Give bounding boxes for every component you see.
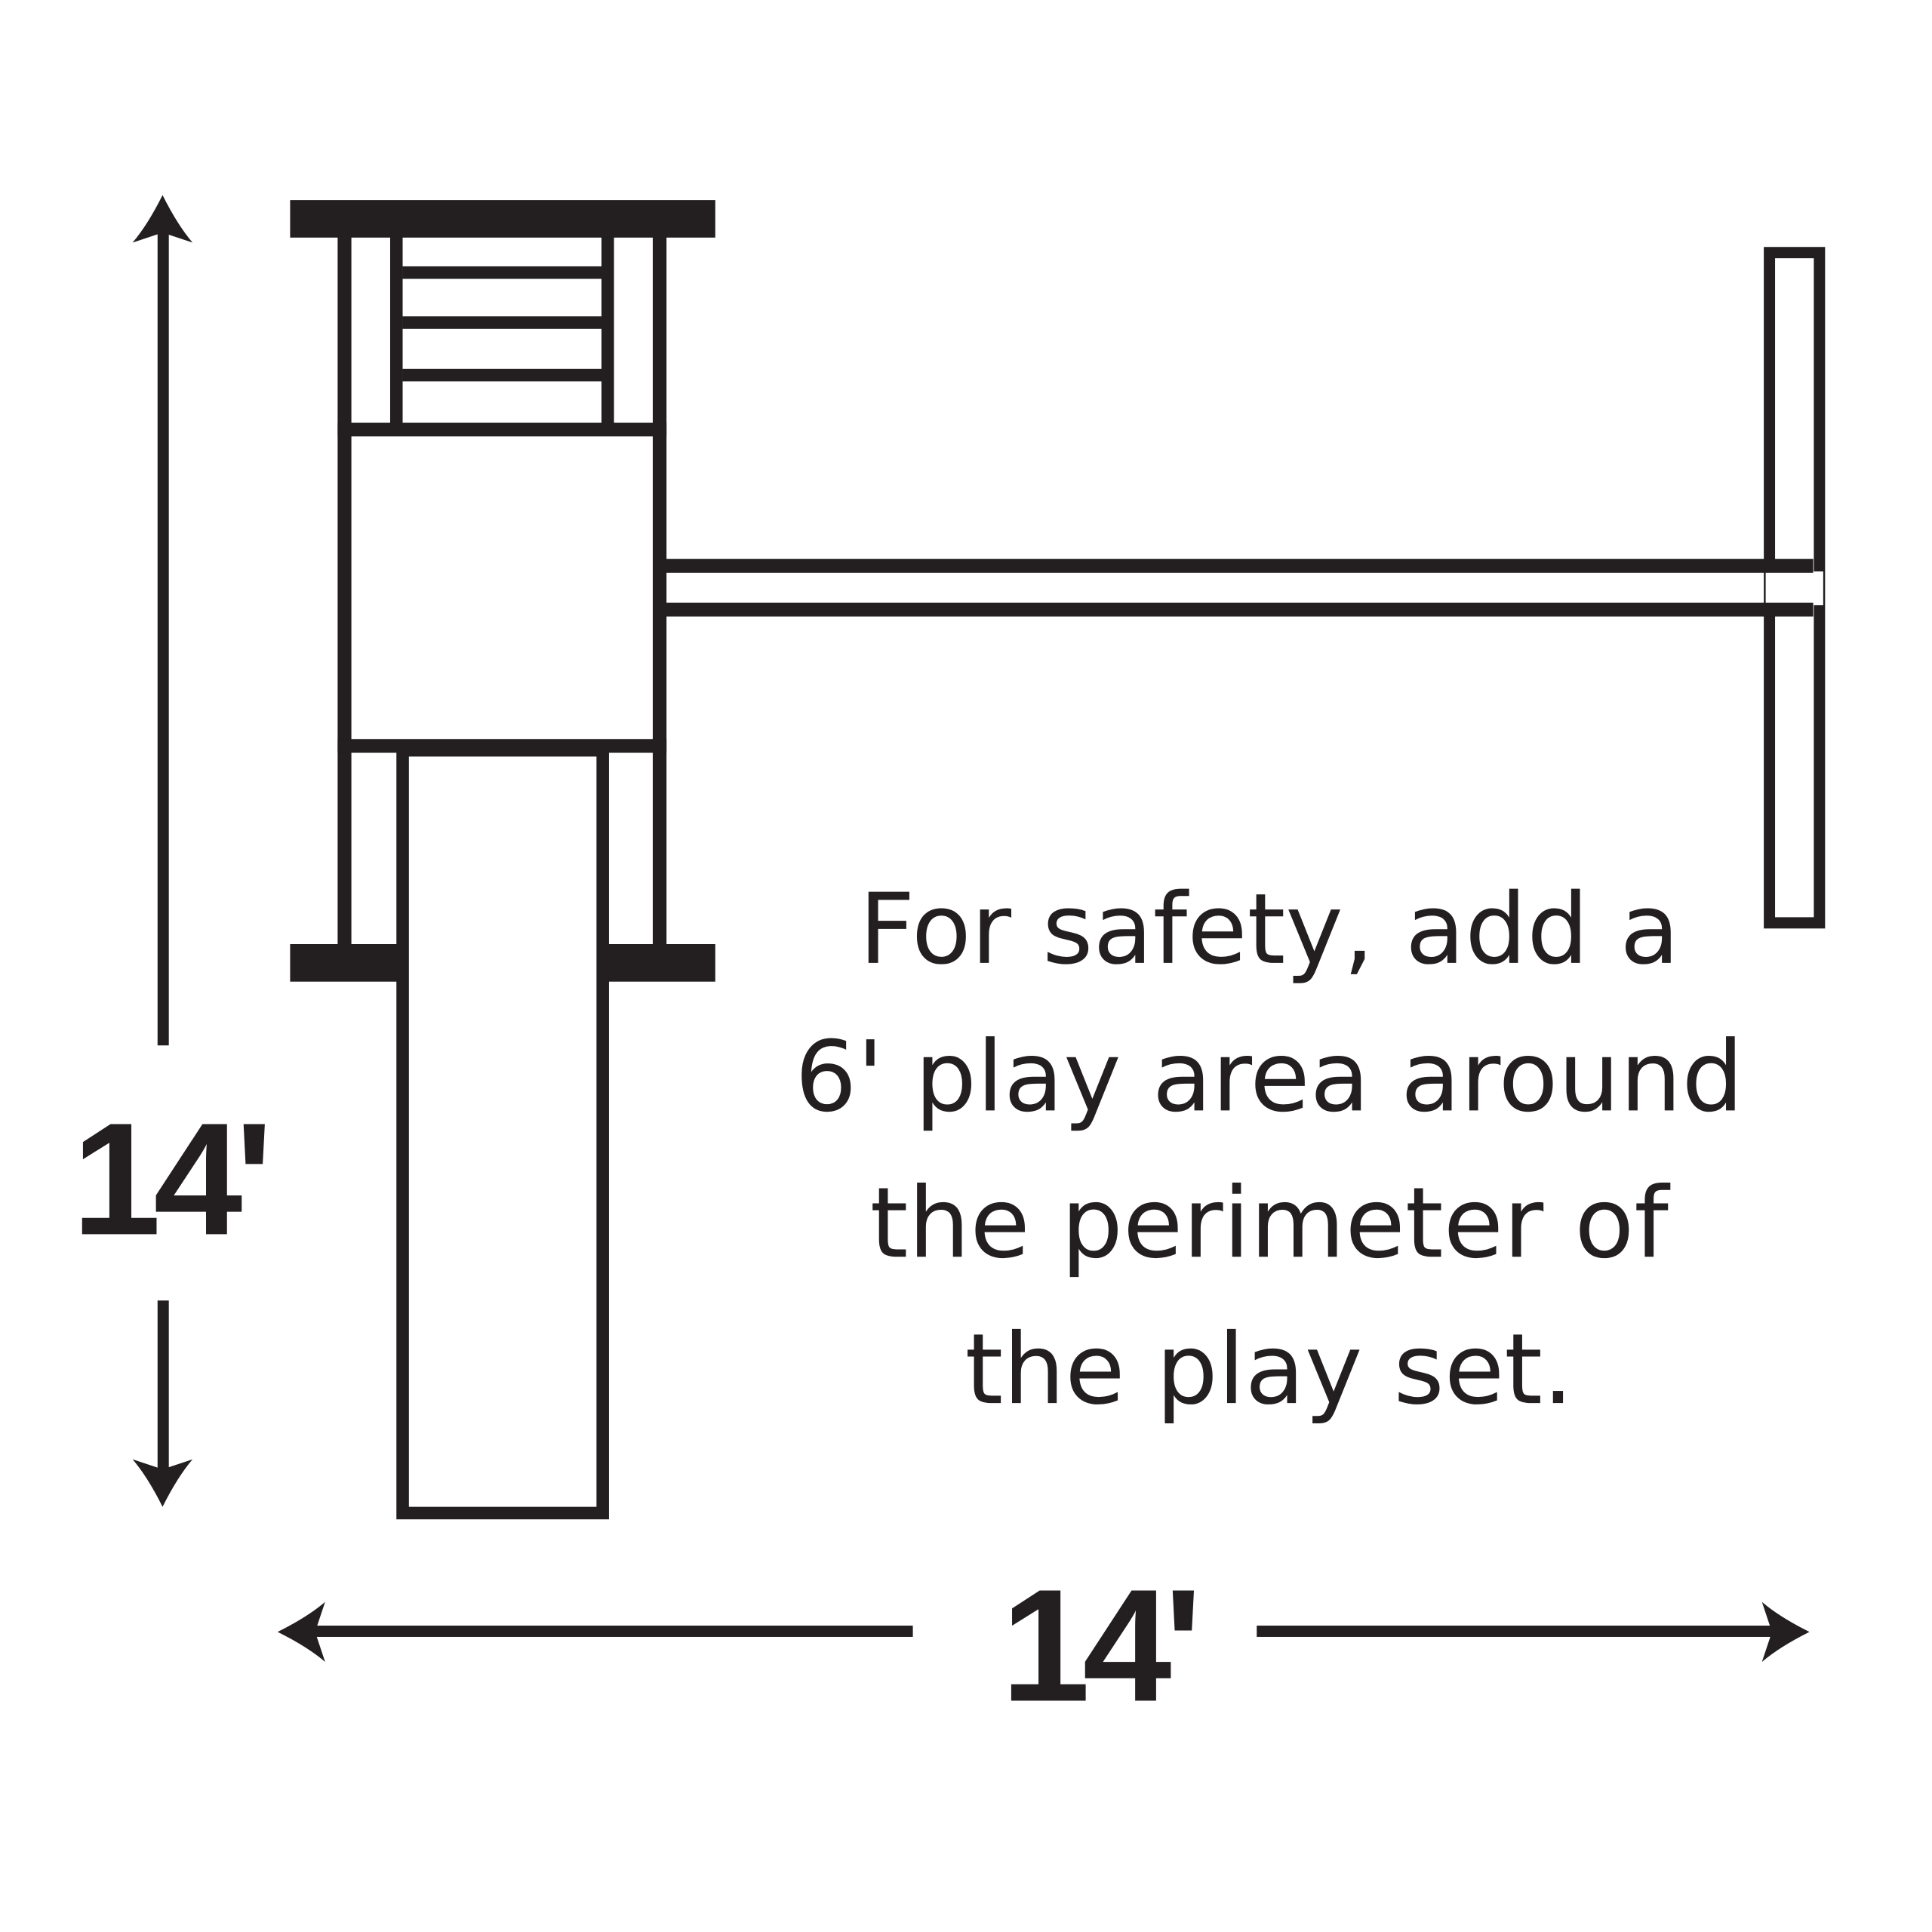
tower-top-beam [290, 200, 715, 238]
safety-note-line: For safety, add a [859, 873, 1679, 986]
height-arrow-line-top [157, 225, 169, 1046]
swing-beam-gap [1765, 571, 1823, 605]
ladder-rung [402, 266, 601, 279]
arrow-right-icon [1761, 1601, 1810, 1663]
ladder-left-rail [389, 235, 403, 426]
deck-top-edge [337, 423, 667, 437]
bottom-beam-left [290, 944, 403, 982]
swing-beam [663, 247, 1826, 929]
slide [396, 743, 609, 1520]
safety-note-line: the perimeter of [870, 1167, 1671, 1280]
width-label: 14' [1001, 1555, 1195, 1734]
bottom-beam-right [602, 944, 715, 982]
arrow-down-icon [132, 1459, 193, 1507]
ladder-right-rail [601, 235, 614, 426]
width-arrow-line-right [1257, 1626, 1783, 1637]
ladder-rung [402, 368, 601, 382]
ladder-rung [402, 316, 601, 329]
width-dimension: 14' [277, 1555, 1810, 1734]
height-dimension: 14' [72, 195, 273, 1507]
height-arrow-line-bottom [157, 1300, 169, 1476]
swing-beam-bottom [663, 602, 1814, 617]
arrow-up-icon [132, 195, 193, 243]
width-arrow-line-left [306, 1626, 913, 1637]
play-tower [290, 200, 715, 982]
safety-note: For safety, add a 6' play area around th… [795, 873, 1743, 1426]
tower-left-post [337, 235, 352, 948]
safety-note-line: the play set. [965, 1313, 1574, 1426]
swing-beam-top [663, 558, 1814, 573]
tower-right-post [652, 235, 667, 948]
arrow-left-icon [277, 1601, 325, 1663]
height-label: 14' [72, 1089, 266, 1268]
safety-note-line: 6' play area around [795, 1020, 1743, 1134]
